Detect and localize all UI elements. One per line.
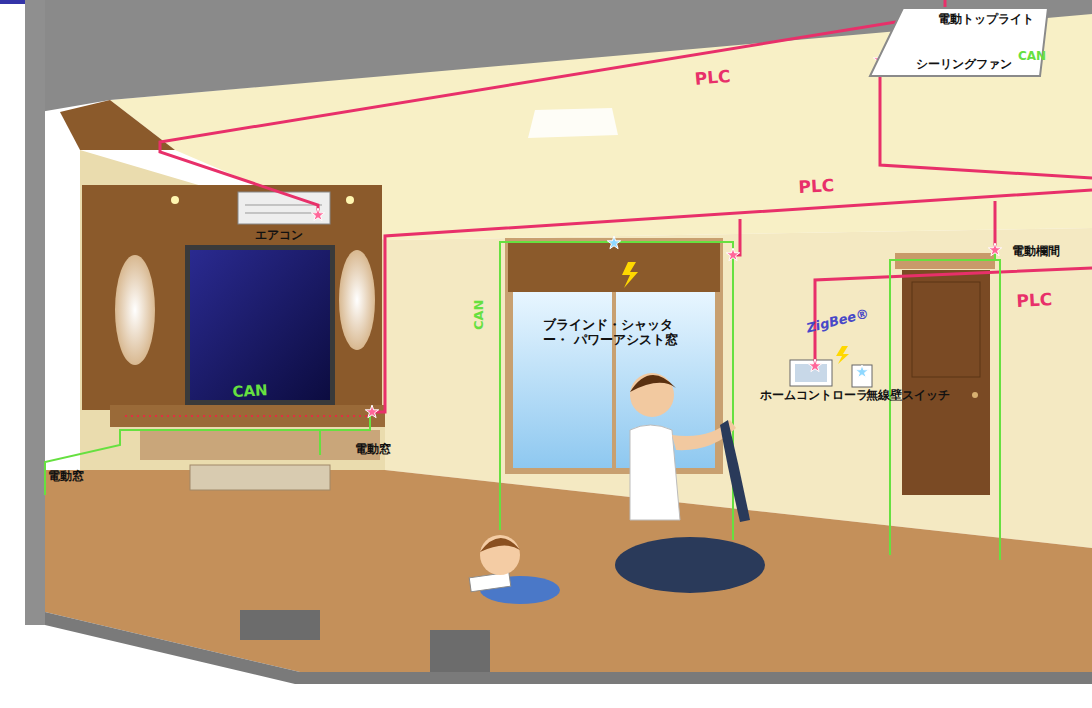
network-name: PLC [1016,290,1053,311]
can-wire [500,242,733,530]
beam-trim [60,100,175,150]
roof-beam [40,0,1092,112]
device-label: 電動欄間 [1012,245,1060,259]
plc-node-star [988,243,1001,256]
air-conditioner [238,192,330,224]
ceiling-light [528,108,618,138]
device-label: 無線壁スイッチ [866,389,950,403]
plc-node-star [365,405,378,418]
network-name: CAN [232,382,268,401]
wall-lamp [115,255,155,365]
device-label: シーリングファン [916,56,1012,73]
door [902,270,990,495]
plc-wire [160,0,945,215]
plc-node-star [726,248,739,261]
woman-raised-leg [720,420,750,522]
downlight [171,196,179,204]
device-label: 電動窓 [355,443,391,457]
wall-lamp [339,250,375,350]
door-panel [912,282,980,377]
signal-bolt [836,346,849,364]
floor-vent-window [190,465,330,490]
controller-screen [795,364,827,382]
can-wire [732,242,734,540]
shutter [508,242,720,292]
side-wall [80,150,385,470]
tv-panel [82,205,382,410]
network-name: CAN [1018,50,1046,64]
can-wire [995,260,1000,560]
wall-switch [852,365,872,387]
tv-stand [110,405,385,427]
plc-node-star [808,359,821,372]
can-wire [890,250,995,555]
ac-slat [245,205,322,206]
outer-wall [25,0,45,625]
tv-frame [185,245,335,405]
foundation [240,610,320,640]
plc-wire [880,60,1092,178]
woman-hair [630,375,676,392]
book [469,572,511,591]
foundation [430,630,490,672]
floor-slab [45,612,1092,684]
downlight [346,196,354,204]
device-label: 電動窓 [48,470,84,484]
skylight-panel: 電動トップライトシーリングファン [868,6,1050,78]
signal-bolt [622,262,638,288]
plc-node-star [311,208,324,221]
led-strip [125,415,370,417]
child-head [480,535,520,575]
tv-screen [190,250,330,400]
stand-base [140,430,380,460]
device-label: 電動トップライト [938,11,1034,28]
can-wire [45,412,370,495]
network-name: PLC [798,176,835,197]
floor [45,470,1092,672]
panel-shape [870,8,1048,76]
can-wire [319,430,321,455]
device-label: エアコン [255,229,303,243]
woman-legs [615,537,765,593]
network-name: CAN [472,300,487,330]
can-node-star [607,236,620,249]
device-label: ホームコントローラ [760,389,868,403]
home-controller [790,360,832,386]
switch-star [855,365,868,378]
device-label: ブラインド・シャッター・ パワーアシスト窓 [543,318,683,348]
soffit [82,185,382,205]
woman-top [630,425,680,520]
child-hair [480,538,520,552]
network-name: PLC [694,67,731,90]
door-knob [972,392,978,398]
